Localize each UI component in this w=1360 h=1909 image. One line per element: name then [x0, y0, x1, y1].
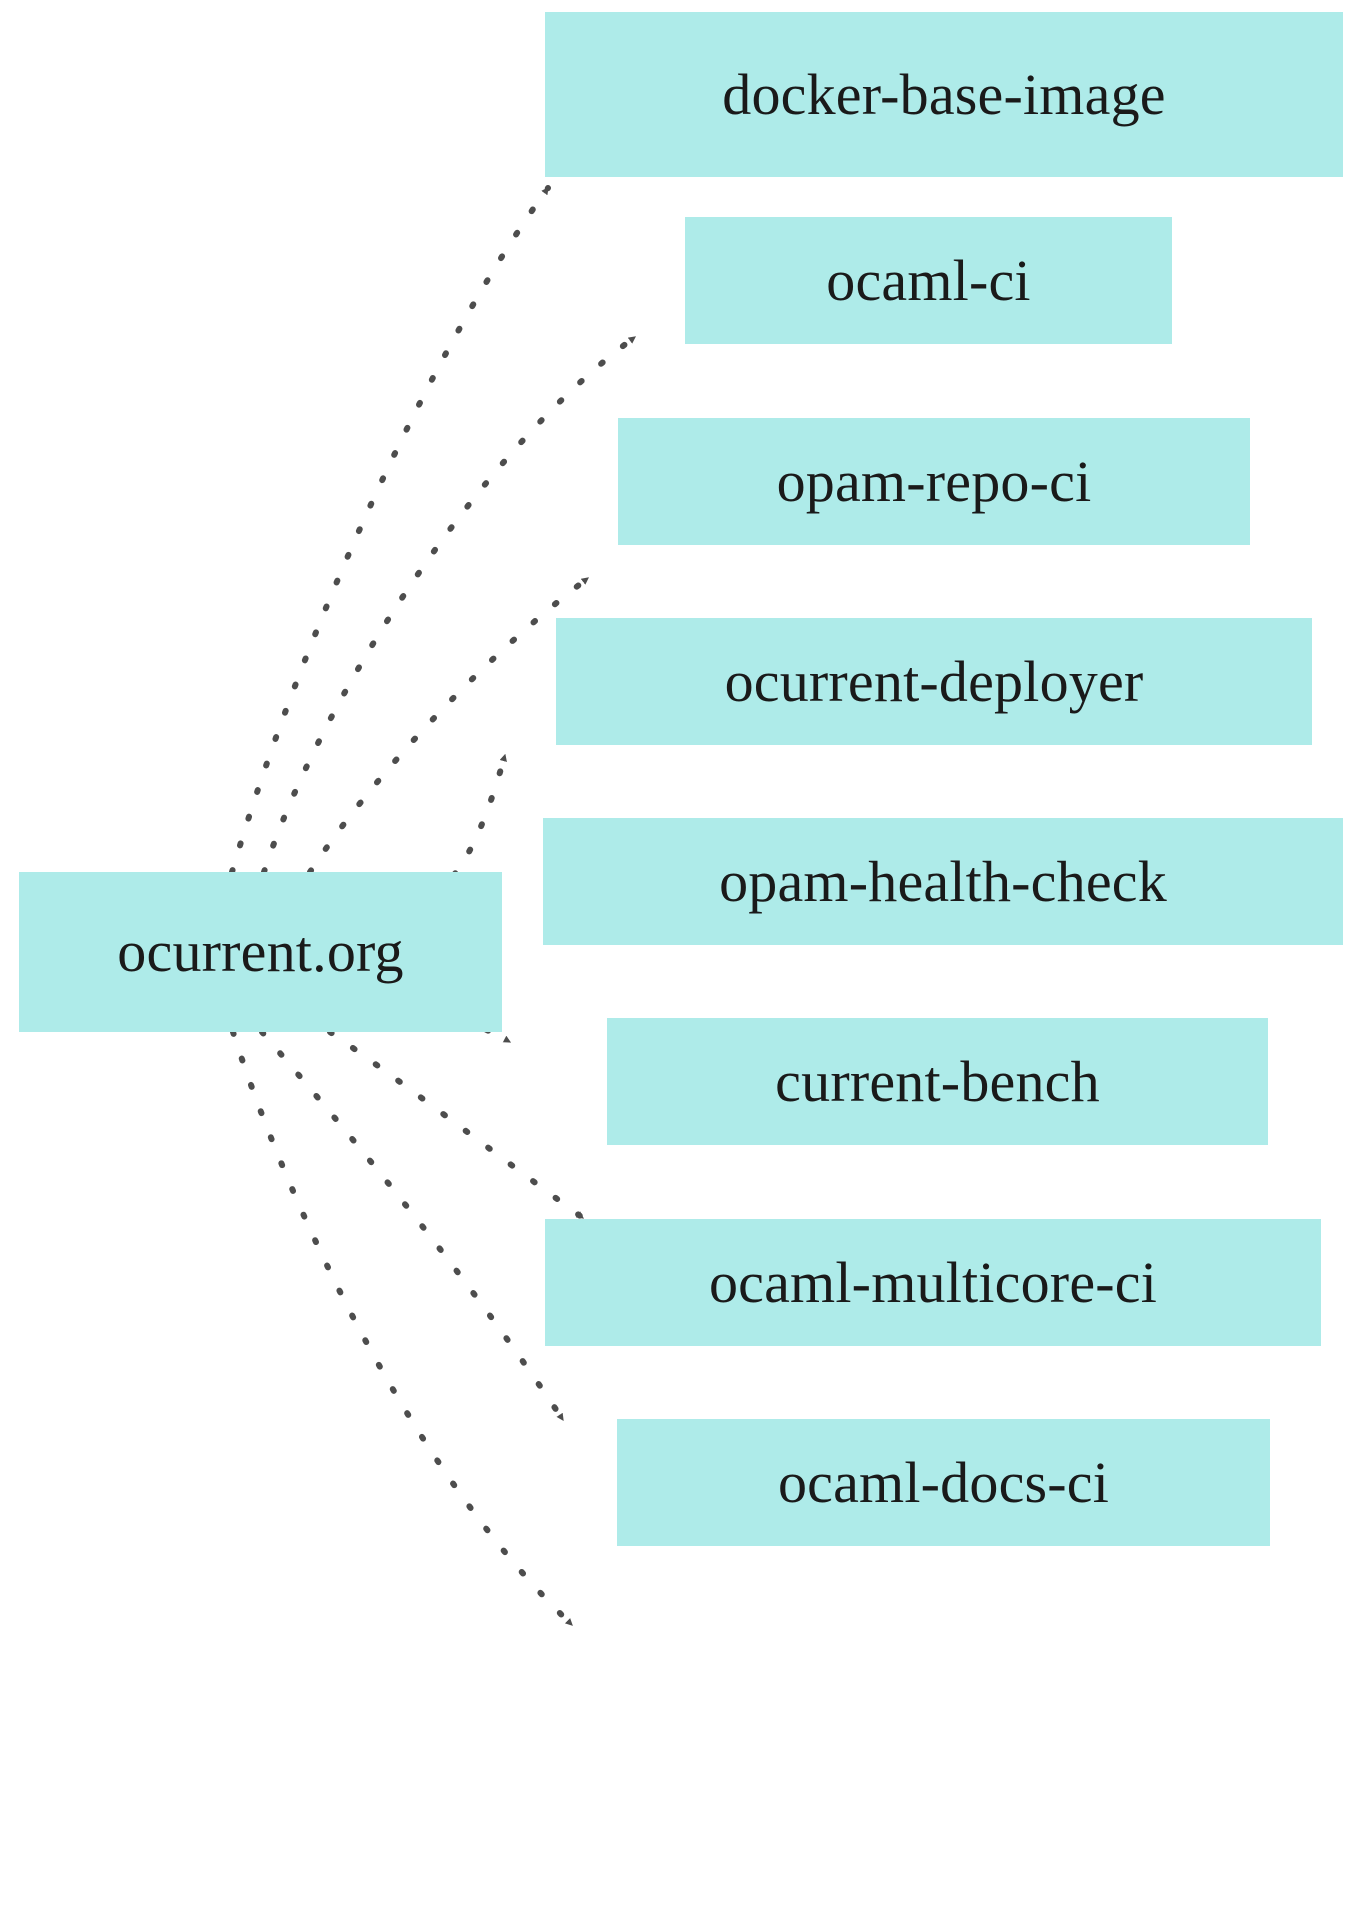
- edge-to-ocaml-multicore-ci: [259, 1029, 566, 1423]
- edge-to-ocaml-ci: [261, 334, 638, 875]
- node-opam-health-check[interactable]: opam-health-check: [543, 818, 1343, 945]
- node-label-opam-health-check: opam-health-check: [719, 848, 1167, 914]
- edge-to-ocaml-docs-ci: [230, 1029, 575, 1628]
- node-label-docker-base-image: docker-base-image: [722, 61, 1166, 127]
- node-current-bench[interactable]: current-bench: [607, 1018, 1268, 1145]
- node-label-ocurrent-org: ocurrent.org: [117, 919, 404, 984]
- node-label-ocaml-docs-ci: ocaml-docs-ci: [777, 1449, 1110, 1515]
- node-label-ocaml-ci: ocaml-ci: [826, 247, 1031, 313]
- node-ocaml-ci[interactable]: ocaml-ci: [685, 217, 1172, 344]
- node-ocurrent-org[interactable]: ocurrent.org: [19, 872, 502, 1032]
- node-label-ocaml-multicore-ci: ocaml-multicore-ci: [708, 1249, 1158, 1315]
- edge-to-current-bench: [327, 1029, 586, 1221]
- node-label-opam-repo-ci: opam-repo-ci: [776, 448, 1092, 514]
- node-opam-repo-ci[interactable]: opam-repo-ci: [618, 418, 1250, 545]
- node-label-current-bench: current-bench: [775, 1048, 1100, 1114]
- node-ocurrent-deployer[interactable]: ocurrent-deployer: [556, 618, 1312, 745]
- node-ocaml-docs-ci[interactable]: ocaml-docs-ci: [617, 1419, 1270, 1546]
- node-label-ocurrent-deployer: ocurrent-deployer: [724, 648, 1144, 714]
- node-docker-base-image[interactable]: docker-base-image: [545, 12, 1343, 177]
- node-ocaml-multicore-ci[interactable]: ocaml-multicore-ci: [545, 1219, 1321, 1346]
- edge-to-docker-base-image: [229, 185, 551, 875]
